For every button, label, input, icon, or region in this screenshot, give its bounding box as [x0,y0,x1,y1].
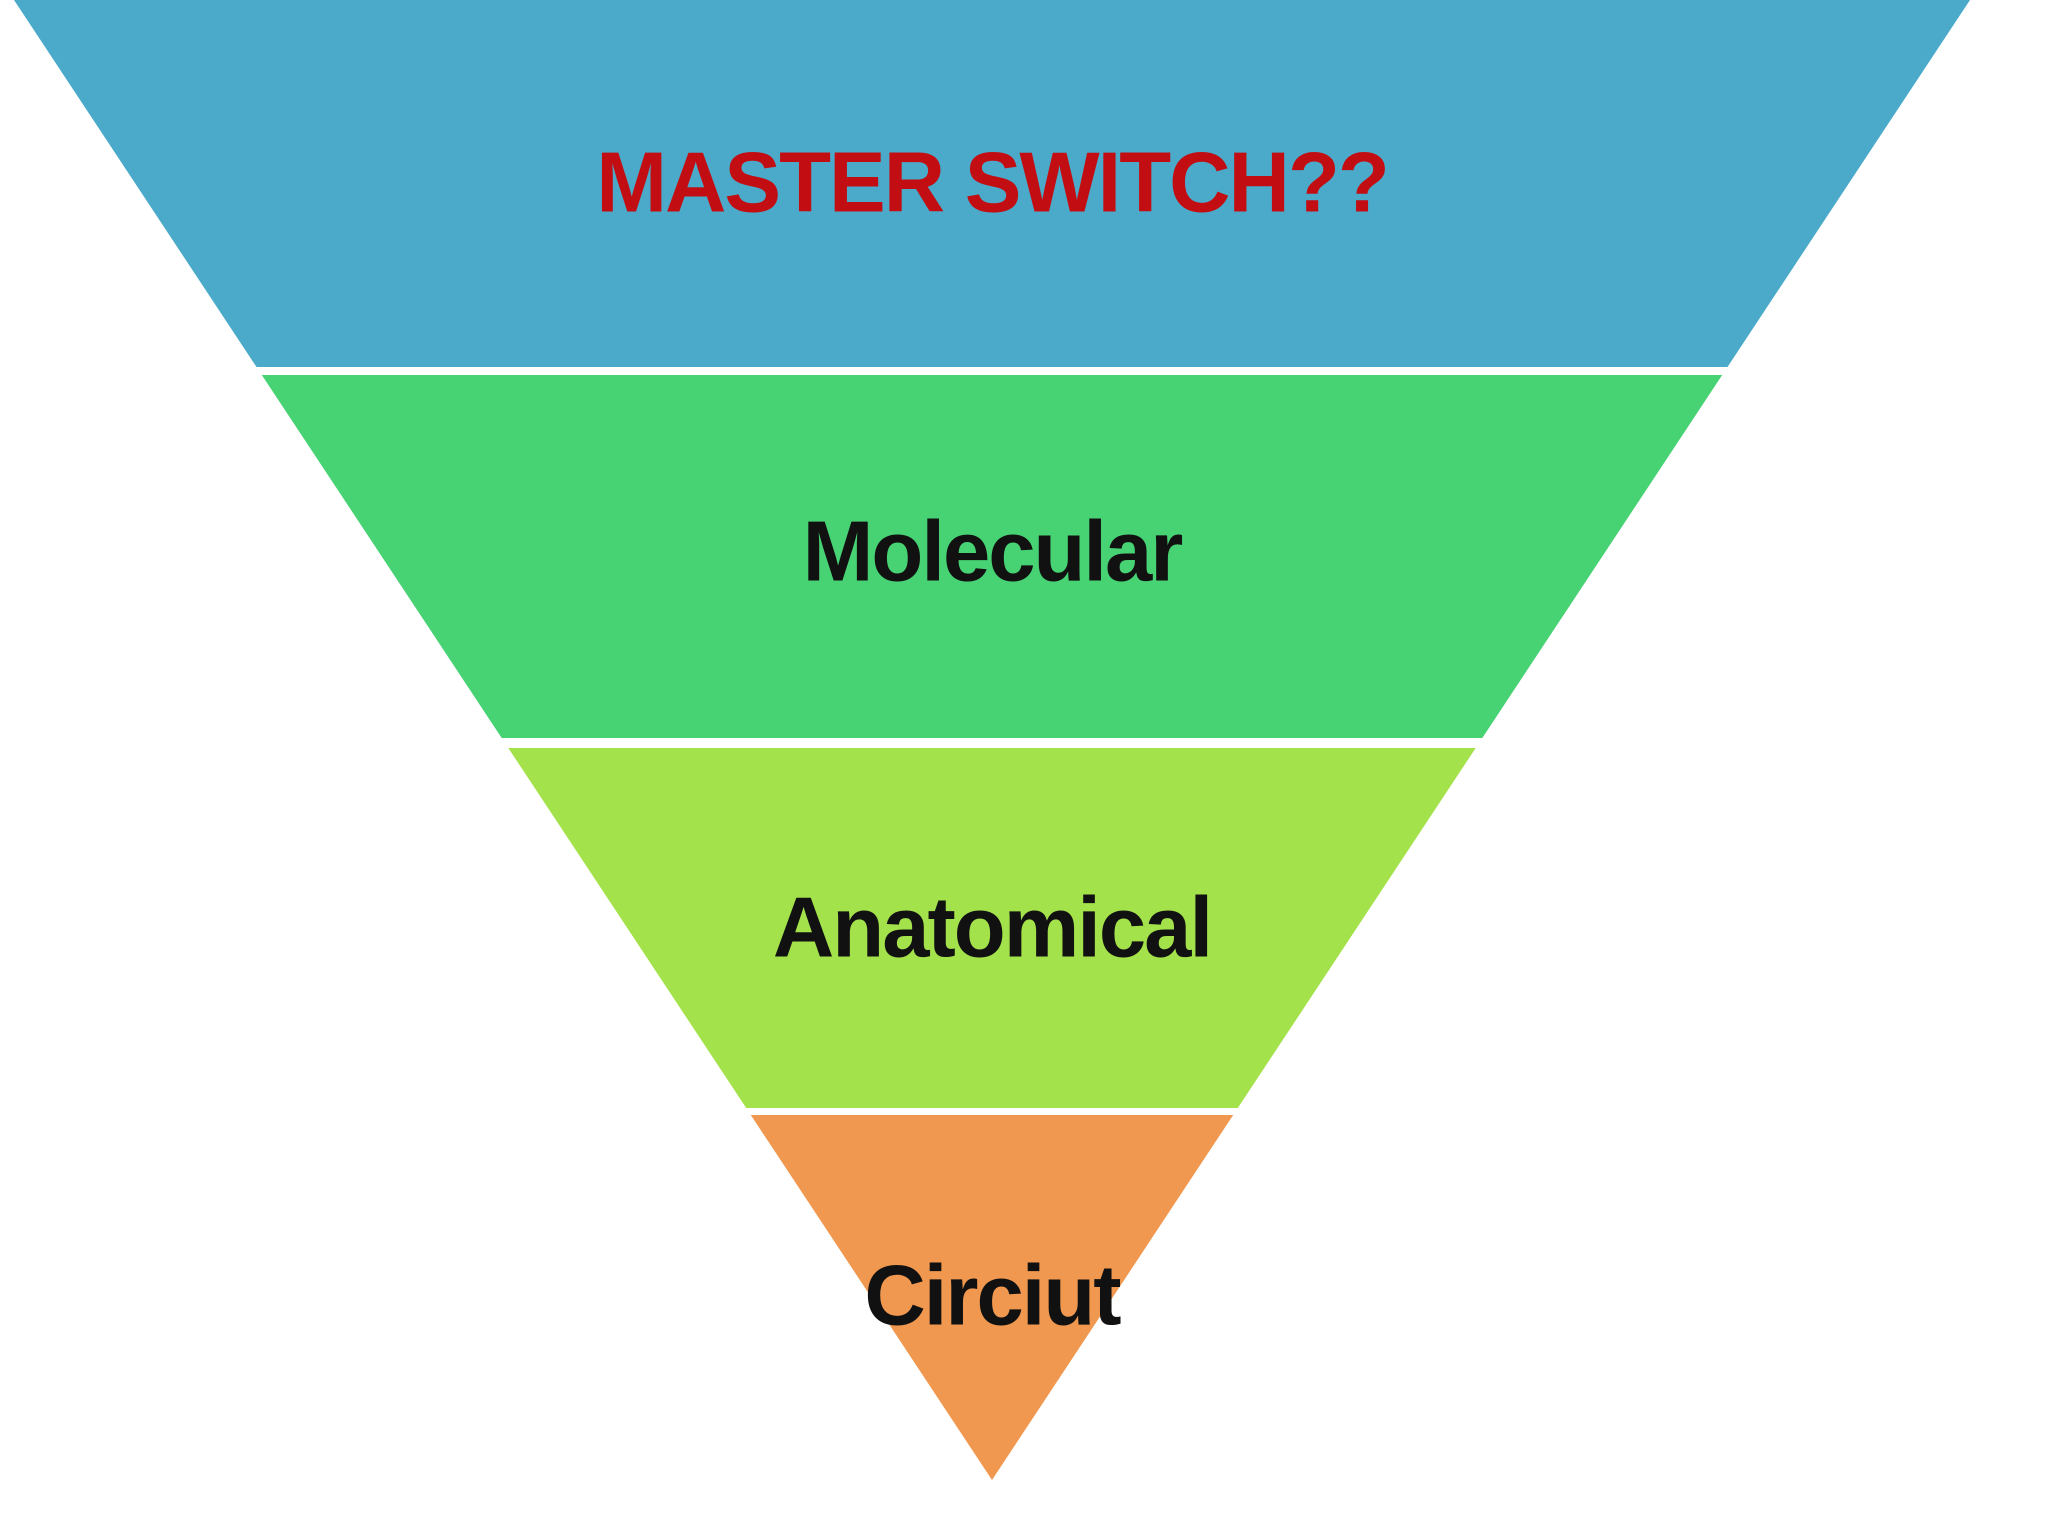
funnel-layer-circuit [750,1115,1234,1480]
funnel-layer-master-switch [14,0,1970,367]
funnel-layer-anatomical [508,748,1476,1108]
funnel-layer-molecular [261,375,1723,738]
